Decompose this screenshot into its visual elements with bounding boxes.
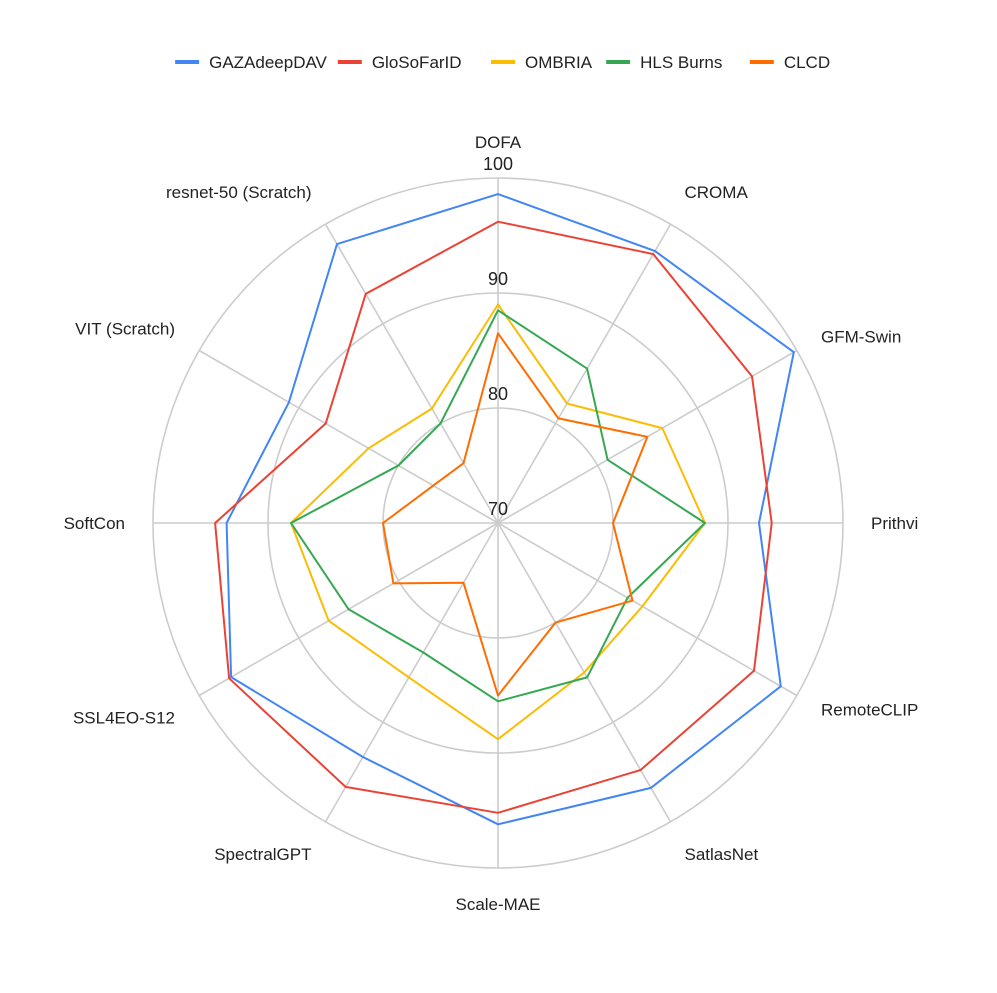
series-line-0 xyxy=(225,193,795,826)
series-line-3 xyxy=(290,309,706,703)
legend-label: GAZAdeepDAV xyxy=(209,53,327,72)
axis-label: Scale-MAE xyxy=(455,895,540,914)
tick-label: 70 xyxy=(488,499,508,519)
spoke xyxy=(198,349,499,524)
axis-label: resnet-50 (Scratch) xyxy=(166,183,312,202)
series-line-1 xyxy=(214,220,773,814)
spoke xyxy=(324,522,499,823)
spoke xyxy=(497,522,798,697)
spoke xyxy=(497,223,672,524)
axis-label: SatlasNet xyxy=(685,845,759,864)
axis-label: SpectralGPT xyxy=(214,845,311,864)
tick-label: 100 xyxy=(483,154,513,174)
axis-label: SSL4EO-S12 xyxy=(73,709,175,728)
series-line-2 xyxy=(290,303,706,741)
tick-label: 80 xyxy=(488,384,508,404)
tick-labels: 70 80 90 100 xyxy=(483,154,513,519)
legend: GAZAdeepDAV GloSoFarID OMBRIA HLS Burns CLCD xyxy=(175,53,830,72)
axis-label: RemoteCLIP xyxy=(821,701,918,720)
legend-label: GloSoFarID xyxy=(372,53,462,72)
series-line-4 xyxy=(382,332,649,697)
axis-label: CROMA xyxy=(685,183,749,202)
axis-label: GFM-Swin xyxy=(821,328,901,347)
axis-label: SoftCon xyxy=(64,514,125,533)
axis-label: VIT (Scratch) xyxy=(75,320,175,339)
axis-label: DOFA xyxy=(475,133,522,152)
series-layer xyxy=(214,193,795,826)
tick-label: 90 xyxy=(488,269,508,289)
legend-label: CLCD xyxy=(784,53,830,72)
spoke xyxy=(324,223,499,524)
legend-label: HLS Burns xyxy=(640,53,722,72)
legend-label: OMBRIA xyxy=(525,53,593,72)
axis-label: Prithvi xyxy=(871,514,918,533)
